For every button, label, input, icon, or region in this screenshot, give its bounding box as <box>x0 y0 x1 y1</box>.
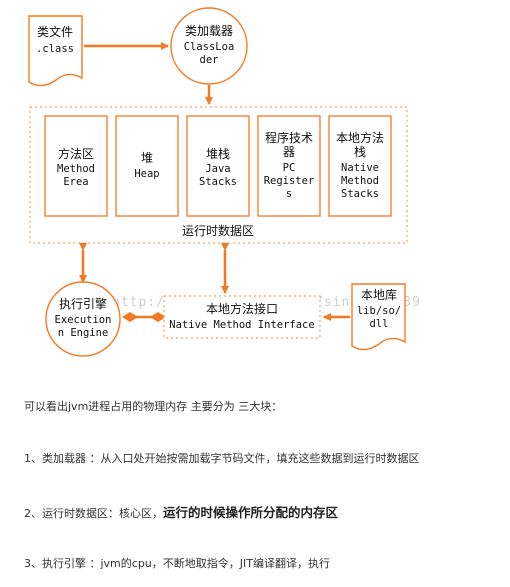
class-loader-en-1: ClassLoa <box>184 41 235 53</box>
pc-registers-cn-1: 程序技术 <box>265 130 313 145</box>
connector-diamond-right <box>150 312 166 322</box>
native-stacks-box: 本地方法 栈 Native Method Stacks <box>328 115 392 217</box>
native-library-en-1: lib/so/ <box>357 305 401 317</box>
java-stacks-en-1: Java <box>205 163 230 175</box>
native-stacks-en-2: Method <box>341 175 379 187</box>
native-library-cn: 本地库 <box>361 287 397 302</box>
native-stacks-en-1: Native <box>341 162 379 174</box>
execution-engine-en-2: n Engine <box>58 327 109 339</box>
native-interface-cn: 本地方法接口 <box>206 301 278 316</box>
java-stacks-box: 堆栈 Java Stacks <box>186 115 250 217</box>
native-library-node: 本地库 lib/so/ dll <box>351 283 406 351</box>
execution-engine-cn: 执行引擎 <box>59 296 107 311</box>
java-stacks-cn: 堆栈 <box>206 146 230 161</box>
execution-engine-en-1: Execution <box>55 314 112 326</box>
item-runtime-area-prefix: 2、运行时数据区：核心区， <box>24 507 163 520</box>
item-execution-engine: 3、执行引擎 ：jvm的cpu，不断地取指令，JIT编译翻译，执行 <box>24 557 330 570</box>
native-interface-node: 本地方法接口 Native Method Interface <box>163 295 321 339</box>
class-loader-en-2: der <box>200 54 219 66</box>
pc-registers-box: 程序技术 器 PC Register s <box>257 115 321 217</box>
item-class-loader: 1、类加载器 ：从入口处开始按需加载字节码文件，填充这些数据到运行时数据区 <box>24 452 420 465</box>
item-runtime-area: 2、运行时数据区：核心区，运行的时候操作所分配的内存区 <box>24 502 338 521</box>
native-stacks-cn-1: 本地方法 <box>336 130 384 145</box>
java-stacks-en-2: Stacks <box>199 176 237 188</box>
item-runtime-area-emphasis: 运行的时候操作所分配的内存区 <box>163 505 339 520</box>
heap-box: 堆 Heap <box>115 115 179 217</box>
jvm-architecture-diagram: http://blog.sina.com.cn/sinat_39539 类文件 … <box>28 7 420 357</box>
class-file-title: 类文件 <box>37 24 73 39</box>
pc-registers-en-1: PC <box>283 162 296 174</box>
class-file-node: 类文件 .class <box>28 15 83 87</box>
connector-diamond-left <box>122 312 138 322</box>
pc-registers-cn-2: 器 <box>283 145 295 159</box>
intro-text: 可以看出jvm进程占用的物理内存 主要分为 三大块： <box>24 400 283 413</box>
class-loader-node: 类加载器 ClassLoa der <box>170 7 248 85</box>
native-interface-en: Native Method Interface <box>169 319 314 331</box>
runtime-area-label: 运行时数据区 <box>182 223 254 238</box>
execution-engine-node: 执行引擎 Execution n Engine <box>45 281 121 357</box>
class-loader-title: 类加载器 <box>185 24 233 38</box>
native-library-en-2: dll <box>370 318 389 330</box>
class-file-ext: .class <box>36 43 74 55</box>
native-stacks-en-3: Stacks <box>341 188 379 200</box>
method-area-cn: 方法区 <box>58 146 94 161</box>
pc-registers-en-3: s <box>286 188 292 200</box>
method-area-box: 方法区 Method Erea <box>44 115 108 217</box>
runtime-area-container <box>29 106 408 244</box>
heap-en: Heap <box>134 168 159 180</box>
method-area-en-2: Erea <box>63 176 88 188</box>
native-stacks-cn-2: 栈 <box>354 144 366 159</box>
pc-registers-en-2: Register <box>264 175 315 187</box>
method-area-en-1: Method <box>57 163 95 175</box>
heap-cn: 堆 <box>141 151 153 165</box>
